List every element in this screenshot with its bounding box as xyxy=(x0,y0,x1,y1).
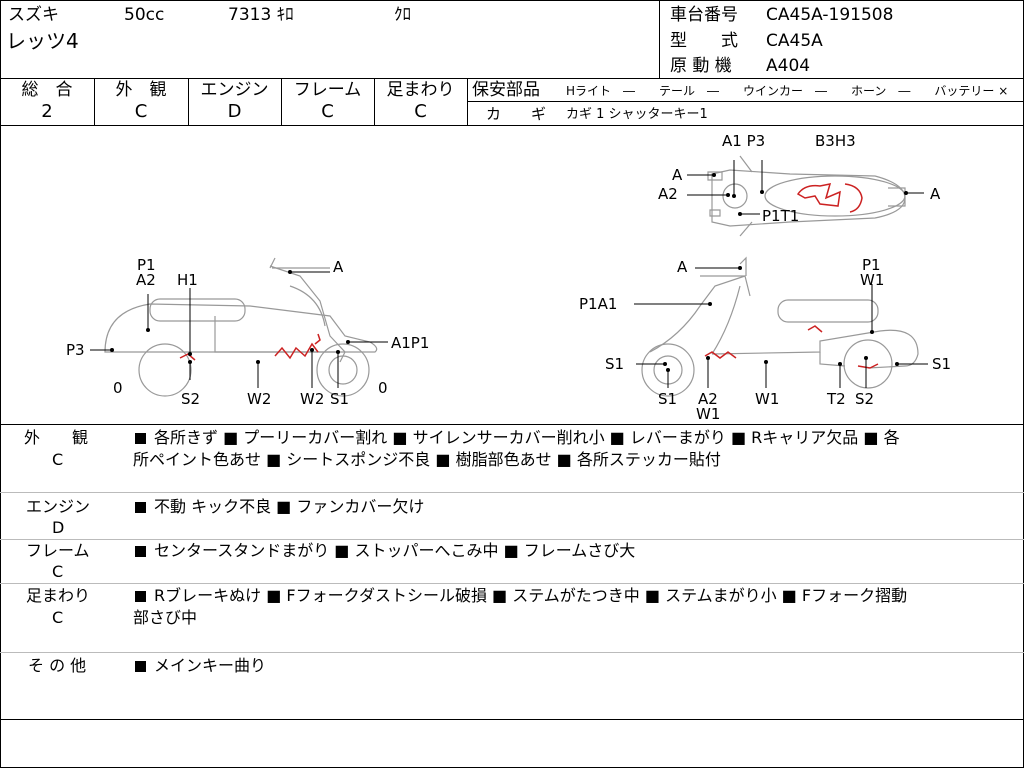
diagram-label: S1 xyxy=(932,355,952,373)
notes-suspension-grade: C xyxy=(52,608,64,627)
color: ｸﾛ xyxy=(394,5,411,25)
diagram-label: S2 xyxy=(855,390,875,408)
notes-exterior-grade: C xyxy=(52,450,64,469)
suspension-grade: C xyxy=(414,101,427,122)
frame-grade: C xyxy=(321,101,334,122)
diagram-label: W1 xyxy=(860,271,885,289)
notes-divider xyxy=(0,492,1024,493)
notes-exterior-label: 外 観 xyxy=(24,428,89,447)
diagram-label: A2 xyxy=(136,271,156,289)
maker: スズキ xyxy=(8,5,59,25)
exterior-grade: C xyxy=(134,101,148,122)
diagram-label: W2 xyxy=(247,390,272,408)
diagram-label: A2 xyxy=(698,390,718,408)
diagram-label: P3 xyxy=(66,341,85,359)
overall-label: 総 合 xyxy=(21,80,73,100)
diagram-label: S1 xyxy=(658,390,678,408)
notes-suspension-line2: 部さび中 xyxy=(133,608,198,627)
bullet-icon xyxy=(135,433,146,444)
notes-frame-grade: C xyxy=(52,562,64,581)
header-divider xyxy=(659,0,660,78)
notes-frame-label: フレーム xyxy=(26,541,90,560)
damage-diagram xyxy=(90,155,928,397)
row-line-key xyxy=(467,101,1024,102)
diagram-label: A1P1 xyxy=(391,334,430,352)
diagram-label: 0 xyxy=(378,379,388,397)
border-left xyxy=(0,0,1,768)
bullet-icon xyxy=(135,661,146,672)
grade-col-5 xyxy=(467,78,468,125)
engine-grade: D xyxy=(227,101,242,122)
diagram-label: A xyxy=(333,258,344,276)
notes-suspension-label: 足まわり xyxy=(26,586,91,605)
grade-col-4 xyxy=(374,78,375,125)
diagram-label: P1 xyxy=(137,256,156,274)
diagram-label: 0 xyxy=(113,379,123,397)
overall-grade: 2 xyxy=(41,101,53,122)
diagram-label: W1 xyxy=(696,405,721,423)
diagram-label: P1A1 xyxy=(579,295,618,313)
diagram-label: A xyxy=(677,258,688,276)
displacement: 50cc xyxy=(124,5,165,25)
diagram-label: P1 xyxy=(862,256,881,274)
grade-col-1 xyxy=(94,78,95,125)
engine-label: エンジン xyxy=(200,80,269,100)
mileage: 7313 ｷﾛ xyxy=(228,5,294,25)
notes-other-line1: メインキー曲り xyxy=(135,655,266,677)
right-side-scooter xyxy=(641,256,919,397)
diagram-label: A xyxy=(672,166,683,184)
diagram-label: W1 xyxy=(755,390,780,408)
notes-exterior-line2: 所ペイント色あせ ■ シートスポンジ不良 ■ 樹脂部色あせ ■ 各所ステッカー貼… xyxy=(133,450,721,469)
key-label: カ ギ xyxy=(486,105,547,123)
type-value: CA45A xyxy=(766,31,823,51)
notes-engine-grade: D xyxy=(52,518,65,537)
diagram-label: W2 xyxy=(300,390,325,408)
notes-divider xyxy=(0,583,1024,584)
notes-divider xyxy=(0,539,1024,540)
frame-label: フレーム xyxy=(293,80,362,100)
row-line-1 xyxy=(0,78,1024,79)
notes-engine-label: エンジン xyxy=(26,497,91,516)
diagram-label: A xyxy=(930,185,941,203)
frame-no: CA45A-191508 xyxy=(766,5,894,25)
diagram-label: P1T1 xyxy=(762,207,800,225)
notes-frame-line1: センタースタンドまがり ■ ストッパーへこみ中 ■ フレームさび大 xyxy=(135,540,635,562)
grade-col-2 xyxy=(188,78,189,125)
safety-items: Hライト ― テール ― ウインカー ― ホーン ― バッテリー × xyxy=(566,84,1009,98)
notes-suspension-line1: Rブレーキぬけ ■ Fフォークダストシール破損 ■ ステムがたつき中 ■ ステム… xyxy=(135,585,907,607)
grade-col-3 xyxy=(281,78,282,125)
model-name: レッツ4 xyxy=(6,29,79,53)
row-line-4 xyxy=(0,719,1024,720)
diagram-label: S2 xyxy=(181,390,201,408)
diagram-label: B3H3 xyxy=(815,132,856,150)
exterior-label: 外 観 xyxy=(115,80,167,100)
diagram-label: S1 xyxy=(330,390,350,408)
notes-divider xyxy=(0,652,1024,653)
left-side-scooter xyxy=(104,257,378,397)
bullet-icon xyxy=(135,591,146,602)
notes-engine-line1: 不動 キック不良 ■ ファンカバー欠け xyxy=(135,496,424,518)
diagram-label: T2 xyxy=(827,390,846,408)
diagram-label: A1 P3 xyxy=(722,132,766,150)
key-value: カギ 1 シャッターキー1 xyxy=(566,107,708,122)
bullet-icon xyxy=(135,546,146,557)
diagram-label: A2 xyxy=(658,185,678,203)
safety-label: 保安部品 xyxy=(472,80,540,100)
type-label: 型 式 xyxy=(670,31,738,51)
engine-model: A404 xyxy=(766,56,811,76)
diagram-label: H1 xyxy=(177,271,198,289)
frame-no-label: 車台番号 xyxy=(670,5,738,25)
diagram-label: S1 xyxy=(605,355,625,373)
suspension-label: 足まわり xyxy=(386,80,455,100)
notes-exterior-line1: 各所きず ■ プーリーカバー割れ ■ サイレンサーカバー削れ小 ■ レバーまがり… xyxy=(135,427,900,449)
engine-model-label: 原 動 機 xyxy=(670,56,732,76)
top-view-scooter xyxy=(707,155,906,237)
row-line-3 xyxy=(0,424,1024,425)
notes-other-label: そ の 他 xyxy=(28,656,87,675)
bullet-icon xyxy=(135,502,146,513)
row-line-2 xyxy=(0,125,1024,126)
border-top xyxy=(0,0,1024,1)
